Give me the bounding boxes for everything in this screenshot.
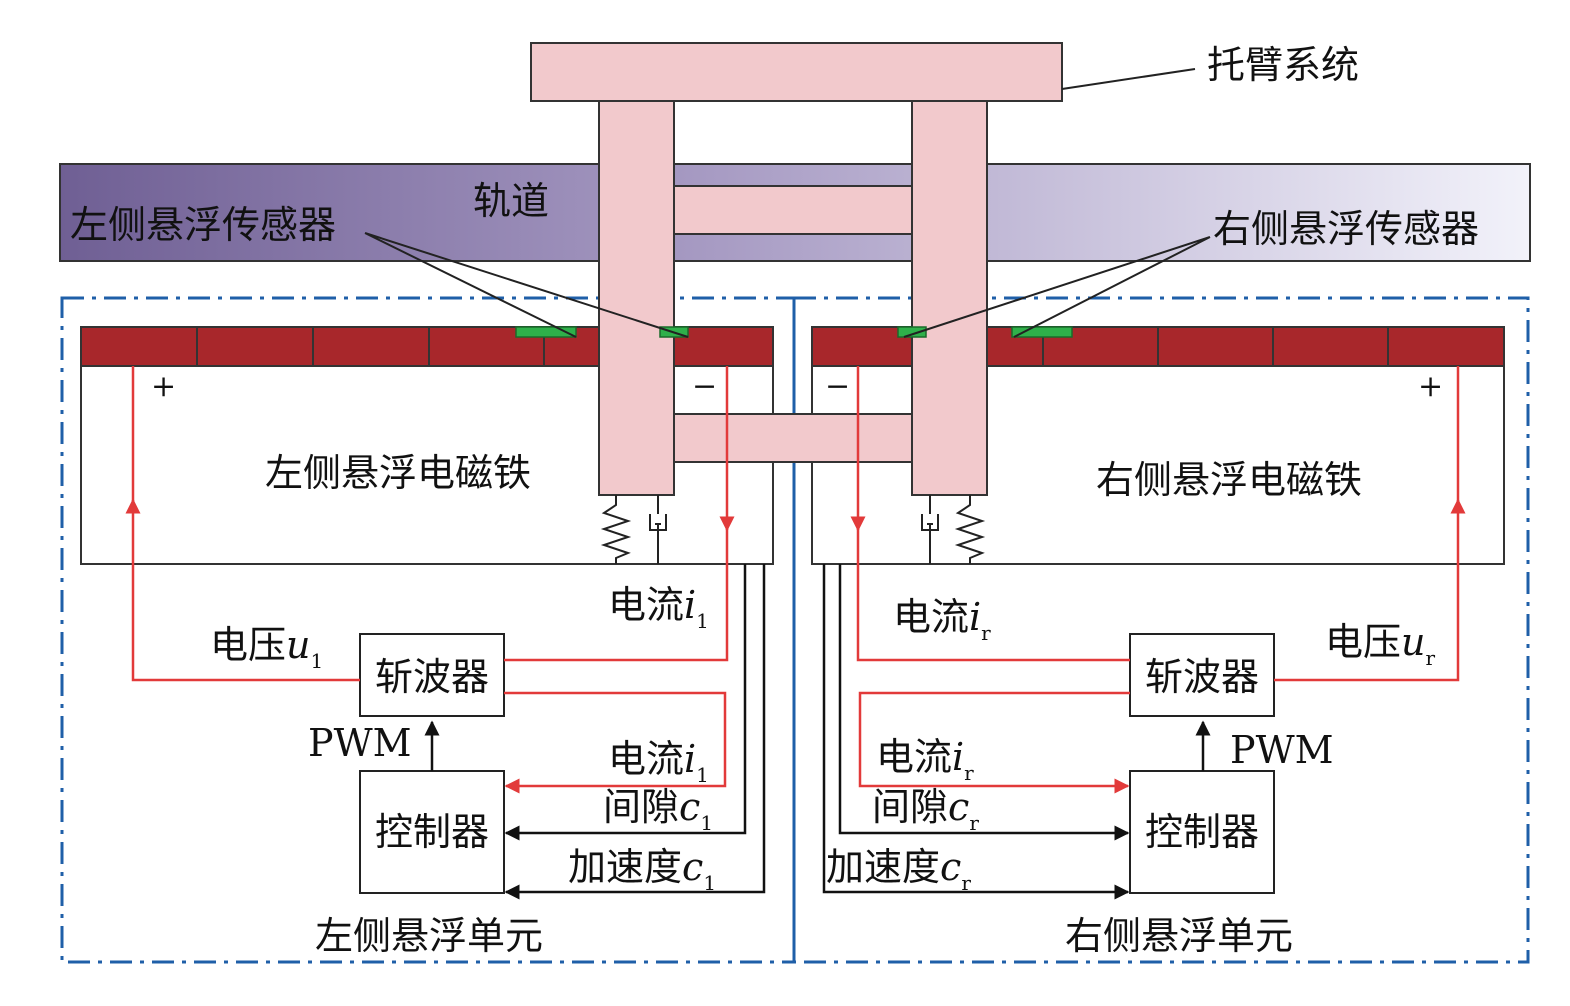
right-voltage-label: 电压ur [1325, 620, 1436, 670]
left-spring-damper [600, 495, 667, 564]
left-chopper-box [359, 633, 505, 717]
left-sensor-a [515, 326, 577, 338]
right-minus-sign: − [825, 369, 850, 404]
support-arm-structure [530, 42, 1063, 496]
right-plus-sign: + [1418, 369, 1443, 404]
red-signal-lines [125, 366, 1466, 794]
left-gap-label: 间隙c1 [603, 785, 713, 835]
left-current-bottom-label: 电流i1 [608, 737, 709, 787]
left-minus-sign: − [692, 369, 717, 404]
right-gap-label: 间隙cr [872, 785, 979, 835]
right-pwm-label: PWM [1230, 728, 1334, 772]
left-voltage-label: 电压u1 [210, 623, 323, 673]
left-accel-label: 加速度c1 [568, 845, 716, 895]
right-controller-box [1129, 770, 1275, 894]
left-unit-label: 左侧悬浮单元 [315, 914, 543, 958]
left-current-top-label: 电流i1 [608, 583, 709, 633]
left-unit-border [60, 296, 796, 964]
right-spring-damper [921, 495, 986, 564]
support-arm-label: 托臂系统 [1207, 43, 1359, 87]
right-unit-border [792, 296, 1530, 964]
black-signal-lines [424, 564, 1211, 900]
right-chopper-label: 斩波器 [1145, 655, 1259, 699]
right-magnet-label: 右侧悬浮电磁铁 [1096, 458, 1362, 502]
leader-lines [364, 68, 1211, 338]
right-current-top-label: 电流ir [893, 595, 991, 645]
track-label: 轨道 [473, 179, 549, 223]
left-controller-label: 控制器 [375, 810, 489, 854]
left-chopper-label: 斩波器 [375, 655, 489, 699]
right-unit-label: 右侧悬浮单元 [1065, 914, 1293, 958]
right-sensor-a [897, 326, 927, 338]
left-sensor-label: 左侧悬浮传感器 [70, 203, 336, 247]
left-controller-box [359, 770, 505, 894]
left-magnet-label: 左侧悬浮电磁铁 [265, 451, 531, 495]
right-controller-label: 控制器 [1145, 810, 1259, 854]
right-chopper-box [1129, 633, 1275, 717]
left-plus-sign: + [151, 369, 176, 404]
right-accel-label: 加速度cr [826, 845, 971, 895]
left-pwm-label: PWM [308, 721, 412, 765]
right-current-bottom-label: 电流ir [876, 735, 974, 785]
right-sensor-b [1011, 326, 1073, 338]
right-sensor-label: 右侧悬浮传感器 [1213, 207, 1479, 251]
